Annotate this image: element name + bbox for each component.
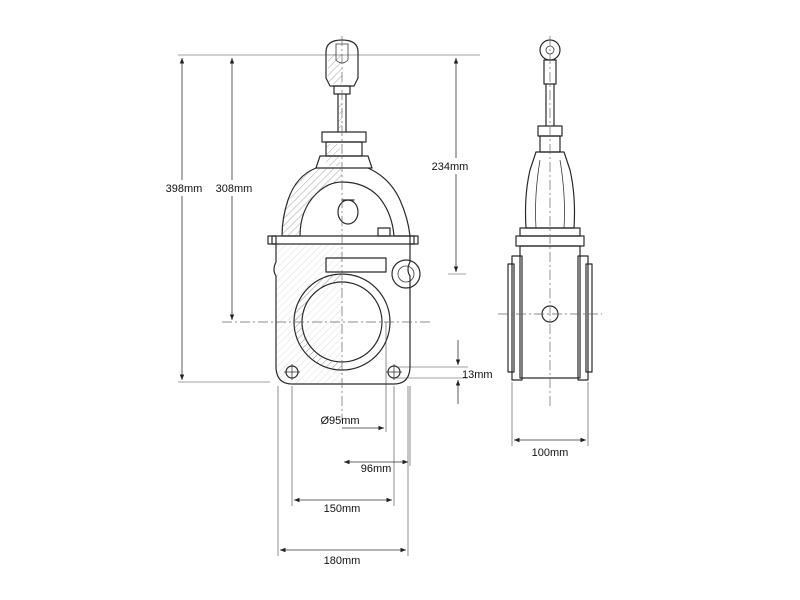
- front-stem: [337, 93, 347, 133]
- dimension-labels: 398mm 308mm 234mm 13mm Ø95mm 96mm 150mm …: [162, 158, 568, 567]
- side-view: [498, 36, 602, 408]
- dimension-lines: [178, 54, 589, 556]
- dim-label-top-height: 234mm: [432, 161, 469, 173]
- dim-label-half-width: 96mm: [361, 463, 392, 475]
- front-view: [222, 36, 432, 420]
- front-bolt-holes: [284, 364, 402, 380]
- side-body: [507, 245, 593, 381]
- dim-label-flange-width: 180mm: [324, 555, 361, 567]
- front-gland: [315, 131, 373, 169]
- dim-label-bolt-spacing: 150mm: [324, 503, 361, 515]
- front-bonnet: [281, 167, 411, 237]
- dim-label-face-to-face: 100mm: [532, 447, 569, 459]
- front-bonnet-flange: [267, 227, 419, 245]
- dim-label-center-height: 308mm: [216, 183, 253, 195]
- dim-label-bore-diameter: Ø95mm: [320, 415, 359, 427]
- dim-label-overall-height: 398mm: [166, 183, 203, 195]
- dim-label-flange-thickness: 13mm: [462, 369, 493, 381]
